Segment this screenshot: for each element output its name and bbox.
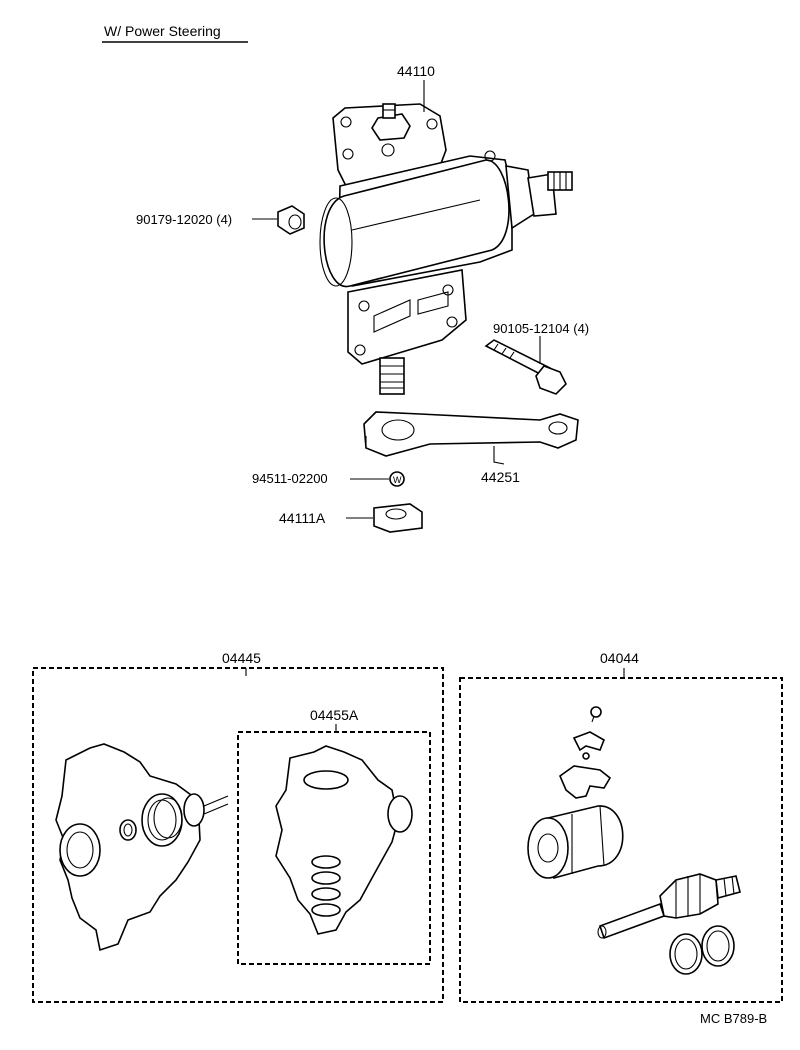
kit-a-sub-side-o-ring bbox=[387, 795, 413, 833]
kit-a-spring-seal bbox=[141, 793, 183, 847]
kit-a-sub-ring-stack bbox=[311, 855, 341, 917]
kit-b-plate bbox=[559, 765, 612, 799]
flange-nut bbox=[277, 205, 305, 235]
callout-arm-nut: 44111A bbox=[279, 510, 326, 526]
pitman-arm-nut bbox=[373, 503, 423, 533]
kit-b-bushing bbox=[527, 805, 624, 880]
kit-b-clip bbox=[572, 731, 606, 752]
diagram-code: MC B789-B bbox=[700, 1011, 767, 1026]
kit-a-shaft-ring bbox=[183, 793, 229, 827]
callout-pitman-arm: 44251 bbox=[481, 469, 520, 485]
kit-a-sub-gasket bbox=[275, 745, 399, 935]
callout-washer: 94511-02200 bbox=[252, 471, 328, 486]
kit-a-seal-ring bbox=[59, 823, 101, 877]
washer-mark: W bbox=[393, 475, 402, 485]
callout-nut: 90179-12020 (4) bbox=[136, 212, 232, 227]
kit-a-small-ring bbox=[119, 819, 137, 841]
callout-kit-a: 04445 bbox=[222, 650, 261, 666]
mounting-bolt bbox=[484, 339, 567, 395]
lock-washer: W bbox=[389, 471, 405, 487]
callout-kit-a-sub: 04455A bbox=[310, 707, 359, 723]
kit-b-shaft-boot bbox=[597, 873, 741, 940]
callout-bolt: 90105-12104 (4) bbox=[493, 321, 589, 336]
kit-b-seal-rings bbox=[669, 925, 735, 975]
callout-gear-box: 44110 bbox=[397, 63, 435, 79]
kit-b-small-screw bbox=[590, 706, 602, 723]
callout-kit-b: 04044 bbox=[600, 650, 639, 666]
kit-a-sub-o-ring bbox=[303, 770, 349, 790]
diagram-title: W/ Power Steering bbox=[104, 23, 221, 39]
kit-a-dashed-box bbox=[32, 667, 444, 1003]
kit-b-dashed-box bbox=[459, 677, 783, 1003]
kit-b-ball bbox=[582, 752, 590, 760]
kit-a-sub-dashed-box bbox=[237, 731, 431, 965]
steering-gear-box bbox=[319, 103, 573, 395]
pitman-arm bbox=[363, 411, 579, 457]
